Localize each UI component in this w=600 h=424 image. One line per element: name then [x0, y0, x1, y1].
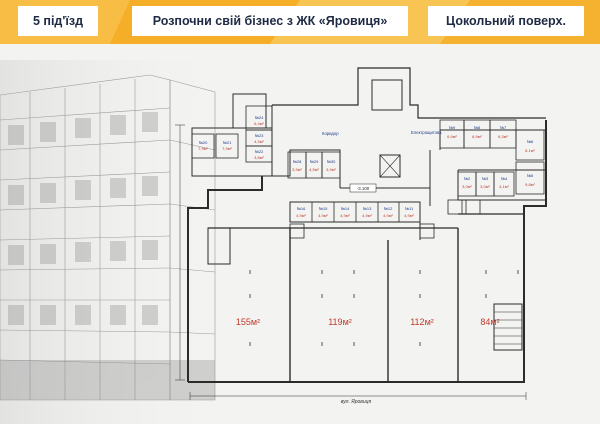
unit-area: 8,1м²: [525, 148, 535, 153]
unit-area: 4,9м²: [340, 213, 350, 218]
street-label: вул. Яровиця: [341, 399, 372, 405]
unit-area-112: 112м²: [410, 317, 434, 327]
unit-num: №30: [327, 159, 337, 164]
unit-area: 7,9м²: [222, 146, 232, 151]
unit-num: №20: [199, 140, 209, 145]
stair-right: [493, 303, 523, 351]
unit-num: №4: [501, 176, 508, 181]
unit-area: 4,9м²: [362, 213, 372, 218]
unit-num: №6: [527, 139, 534, 144]
unit-num: №12: [384, 206, 394, 211]
stair-top: [232, 93, 267, 129]
unit-num: №11: [405, 206, 414, 211]
unit-num: №7: [500, 125, 507, 130]
unit-num: №2: [464, 176, 471, 181]
unit-area: 4,9м²: [404, 213, 414, 218]
header-bar: 5 під'їзд Розпочни свій бізнес з ЖК «Яро…: [0, 0, 600, 44]
level-mark: -3.100: [357, 186, 370, 191]
unit-area: 9,8м²: [525, 182, 535, 187]
unit-num: №9: [449, 125, 456, 130]
unit-num: №22: [255, 149, 265, 154]
unit-area-119: 119м²: [328, 317, 352, 327]
unit-area: 3,9м²: [326, 167, 336, 172]
unit-area: 7,9м²: [198, 146, 208, 151]
unit-area: 6,4м²: [254, 121, 264, 126]
unit-area: 4,5м²: [309, 167, 319, 172]
corridor-label: Коридор: [322, 131, 339, 136]
unit-area: 4,1м²: [499, 184, 509, 189]
floor-plan: Коридор Електрощитова -3.100 вул. Яровиц…: [175, 67, 547, 405]
unit-area: 3,0м²: [462, 184, 472, 189]
unit-num: №24: [255, 115, 265, 120]
unit-area: 4,9м²: [383, 213, 393, 218]
unit-area-155: 155м²: [236, 317, 260, 327]
unit-area: 6,9м²: [472, 134, 482, 139]
unit-num: №3: [482, 176, 489, 181]
unit-area: 3,0м²: [480, 184, 490, 189]
unit-num: №15: [319, 206, 329, 211]
unit-area: 3,9м²: [292, 167, 302, 172]
page-title: Розпочни свій бізнес з ЖК «Яровиця»: [132, 6, 408, 36]
unit-area: 4,9м²: [318, 213, 328, 218]
unit-area: 4,9м²: [296, 213, 306, 218]
unit-num: №28: [293, 159, 303, 164]
unit-area: 6,9м²: [447, 134, 457, 139]
unit-num: №8: [474, 125, 481, 130]
unit-num: №21: [223, 140, 233, 145]
outer-wall-bottom: [188, 120, 547, 383]
unit-num: №5: [527, 173, 534, 178]
unit-num: №29: [310, 159, 320, 164]
unit-num: №23: [255, 133, 265, 138]
unit-area: 6,3м²: [498, 134, 508, 139]
unit-area: 4,5м²: [254, 139, 264, 144]
unit-area-84: 84м²: [480, 317, 499, 327]
unit-num: №14: [341, 206, 351, 211]
unit-num: №13: [363, 206, 373, 211]
top-wall: [272, 67, 546, 119]
unit-num: №16: [297, 206, 307, 211]
elevator-hall-label: Електрощитова: [411, 130, 442, 135]
entrance-label: 5 під'їзд: [18, 6, 98, 36]
elevator-core: [379, 154, 401, 178]
stair-core: [371, 79, 403, 111]
floor-label: Цокольний поверх.: [428, 6, 584, 36]
unit-area: 3,8м²: [254, 155, 264, 160]
outer-wall: [187, 176, 263, 382]
